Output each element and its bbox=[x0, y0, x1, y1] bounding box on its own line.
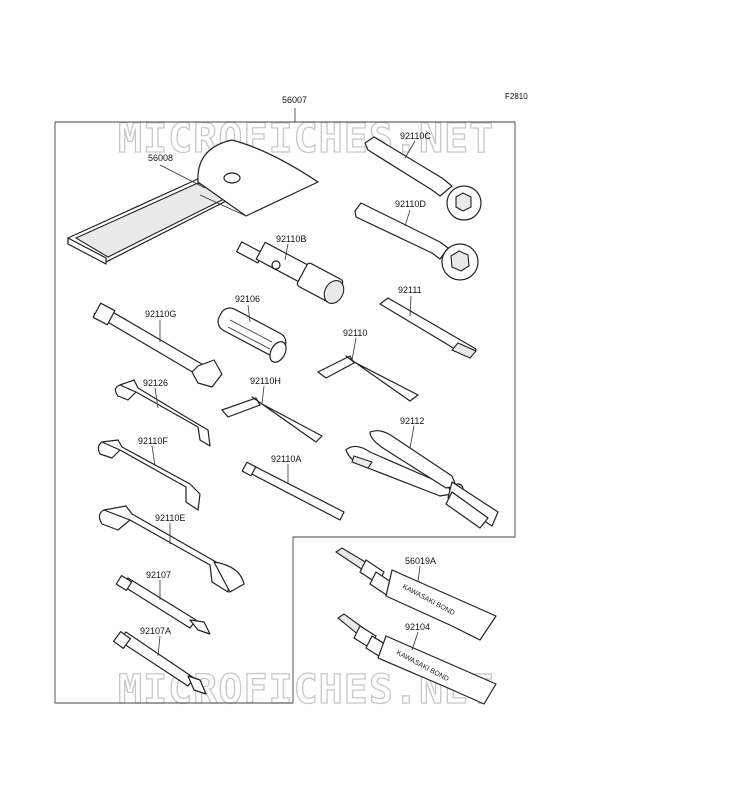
label-56008: 56008 bbox=[148, 153, 173, 163]
label-92110d: 92110D bbox=[395, 199, 426, 209]
hexkey-92110h bbox=[221, 396, 323, 443]
label-92106: 92106 bbox=[235, 294, 260, 304]
label-92110f: 92110F bbox=[138, 436, 168, 446]
ring-wrench-92110d bbox=[354, 202, 479, 281]
blade-92111 bbox=[379, 297, 477, 359]
wrench-92110e bbox=[98, 505, 245, 593]
label-92110c: 92110C bbox=[400, 131, 431, 141]
label-92110a: 92110A bbox=[271, 454, 301, 464]
watermark-top: MICROFICHES.NET bbox=[118, 116, 494, 162]
tube-92104: KAWASAKI BOND bbox=[337, 613, 497, 705]
label-92104: 92104 bbox=[405, 622, 430, 632]
figure-code: F2810 bbox=[505, 92, 528, 101]
label-92112: 92112 bbox=[400, 416, 424, 426]
tool-92110a bbox=[241, 461, 345, 521]
label-92107: 92107 bbox=[146, 570, 171, 580]
label-92126: 92126 bbox=[143, 378, 168, 388]
toolkit-frame bbox=[54, 121, 516, 704]
pliers-92112 bbox=[345, 430, 499, 529]
socket-92110b bbox=[235, 241, 345, 304]
label-92110: 92110 bbox=[343, 328, 367, 338]
tbar-92110g bbox=[92, 302, 223, 388]
label-56019a: 56019A bbox=[405, 556, 436, 566]
label-92110e: 92110E bbox=[155, 513, 185, 523]
wrench-92126 bbox=[114, 379, 211, 447]
label-92110g: 92110G bbox=[145, 309, 176, 319]
label-56007: 56007 bbox=[282, 95, 307, 105]
tool-case bbox=[67, 139, 319, 265]
screwdriver-92107 bbox=[115, 574, 211, 635]
hexkey-92110 bbox=[317, 355, 419, 402]
tube-56019a: KAWASAKI BOND bbox=[335, 547, 497, 641]
ring-wrench-92110c bbox=[364, 136, 482, 221]
wrench-92110f bbox=[97, 439, 201, 511]
label-92107a: 92107A bbox=[140, 626, 171, 636]
screwdriver-92107a bbox=[113, 631, 207, 695]
label-92110b: 92110B bbox=[276, 234, 306, 244]
label-92111: 92111 bbox=[398, 285, 422, 295]
label-92110h: 92110H bbox=[250, 376, 281, 386]
handle-92106 bbox=[217, 307, 287, 363]
